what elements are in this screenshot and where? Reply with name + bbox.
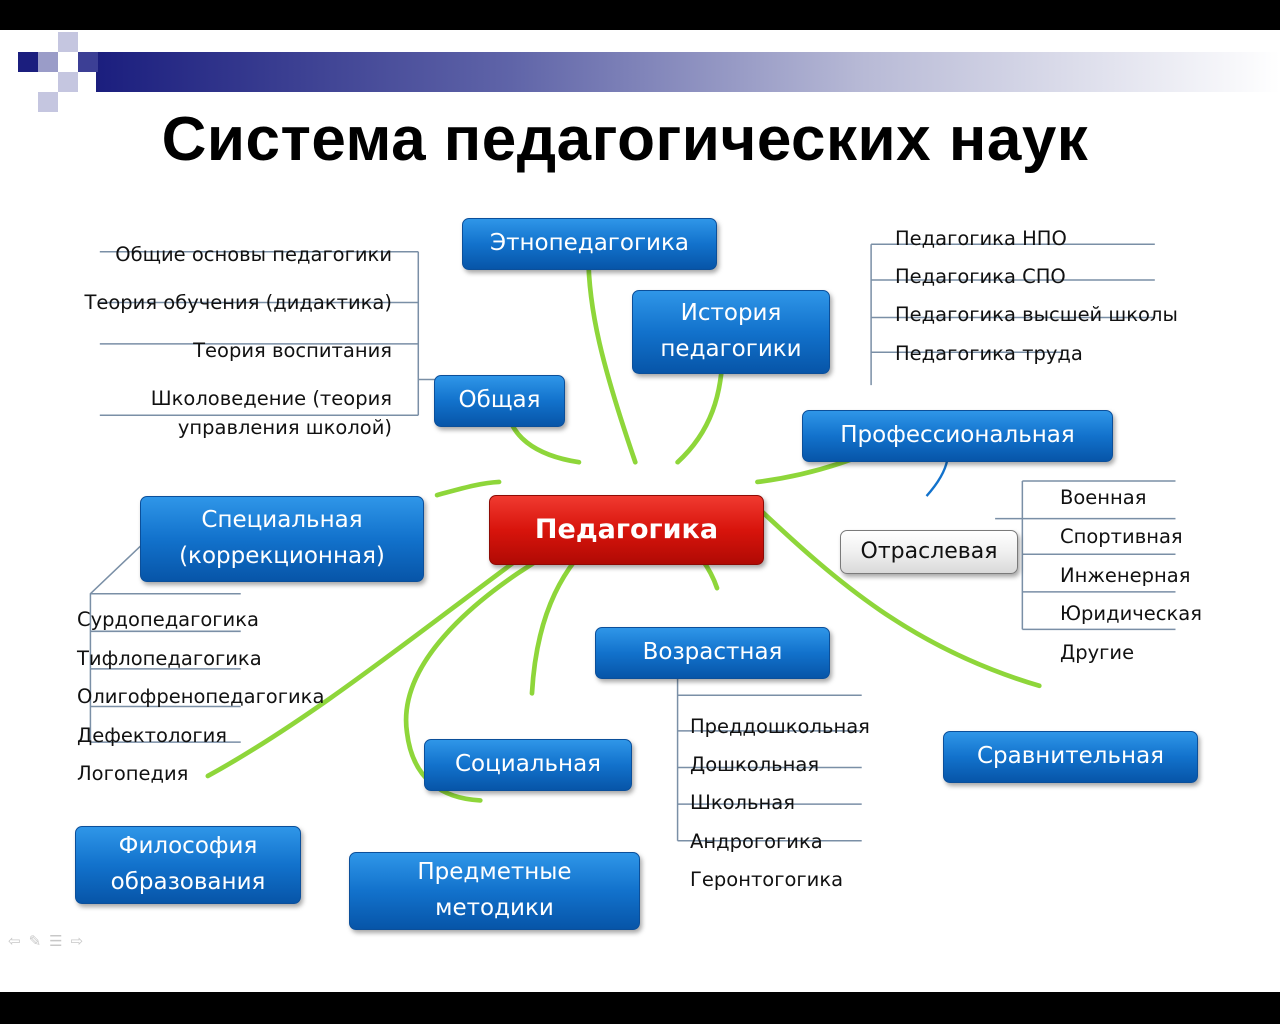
sectoral-list-frame: [995, 480, 1176, 631]
sectoral-item: Спортивная: [1060, 525, 1183, 548]
node-comparative[interactable]: Сравнительная: [943, 731, 1198, 783]
age-item: Андрогогика: [690, 830, 823, 853]
special-item: Олигофренопедагогика: [77, 685, 325, 708]
age-item: Преддошкольная: [690, 715, 870, 738]
decor-square: [58, 72, 78, 92]
age-item: Школьная: [690, 791, 795, 814]
decor-square: [38, 92, 58, 112]
special-item: Тифлопедагогика: [77, 647, 262, 670]
node-label-line: Философия: [118, 833, 258, 860]
age-item: Геронтогогика: [690, 868, 844, 891]
sectoral-item: Инженерная: [1060, 564, 1191, 587]
prev-arrow-icon[interactable]: ⇦: [8, 932, 29, 950]
node-label-line: методики: [435, 895, 554, 921]
connector-comparative: [755, 504, 1042, 689]
general-item: Школоведение (теория: [150, 387, 392, 410]
node-general[interactable]: Общая: [434, 375, 565, 427]
header-gradient-bar: [96, 52, 1280, 92]
decor-square: [38, 52, 58, 72]
node-age[interactable]: Возрастная: [595, 627, 830, 679]
general-item: Теория воспитания: [193, 339, 392, 362]
node-label-line: (коррекционная): [179, 543, 385, 569]
node-ethnopedagogy[interactable]: Этнопедагогика: [462, 218, 717, 270]
age-item: Дошкольная: [690, 753, 820, 776]
special-item: Сурдопедагогика: [77, 608, 259, 631]
connector-special: [434, 479, 502, 498]
slide-navigation-controls[interactable]: ⇦✎☰⇨: [8, 932, 91, 950]
professional-list-frame: [870, 243, 1155, 386]
node-special-correctional[interactable]: Специальная (коррекционная): [140, 496, 424, 582]
node-social[interactable]: Социальная: [424, 739, 632, 791]
special-item: Логопедия: [77, 762, 189, 785]
next-arrow-icon[interactable]: ⇨: [70, 932, 92, 950]
professional-item: Педагогика труда: [895, 342, 1083, 365]
connector-ethno: [585, 251, 638, 465]
general-item: управления школой): [177, 416, 392, 439]
sectoral-item: Другие: [1060, 641, 1135, 664]
general-item: Теория обучения (дидактика): [84, 291, 392, 314]
menu-icon[interactable]: ☰: [49, 932, 71, 950]
professional-item: Педагогика высшей школы: [895, 303, 1178, 326]
special-list-frame: [89, 518, 241, 743]
node-subject-methods[interactable]: Предметные методики: [349, 852, 640, 930]
node-label-line: История: [680, 300, 782, 327]
node-label-line: Специальная: [201, 507, 363, 534]
pen-icon[interactable]: ✎: [28, 932, 50, 950]
general-item: Общие основы педагогики: [115, 243, 392, 266]
sectoral-item: Военная: [1060, 486, 1147, 509]
node-label-line: Предметные: [417, 859, 572, 886]
special-item: Дефектология: [77, 724, 228, 747]
professional-item: Педагогика НПО: [895, 227, 1067, 250]
page-title: Система педагогических наук: [161, 105, 1089, 174]
node-pedagogy-center[interactable]: Педагогика: [489, 495, 764, 565]
node-philosophy-of-education[interactable]: Философия образования: [75, 826, 301, 904]
node-professional[interactable]: Профессиональная: [802, 410, 1113, 462]
node-label-line: педагогики: [660, 336, 802, 362]
general-list-frame: [99, 251, 447, 416]
decor-square: [78, 52, 98, 72]
node-history-of-pedagogy[interactable]: История педагогики: [632, 290, 830, 374]
decor-square: [18, 52, 38, 72]
node-sectoral[interactable]: Отраслевая: [840, 530, 1018, 574]
sectoral-item: Юридическая: [1060, 602, 1202, 625]
mindmap-connectors: [89, 243, 1176, 842]
professional-item: Педагогика СПО: [895, 265, 1066, 288]
decor-square: [58, 32, 78, 52]
node-label-line: образования: [110, 869, 266, 895]
connector-philosophy: [205, 529, 558, 779]
